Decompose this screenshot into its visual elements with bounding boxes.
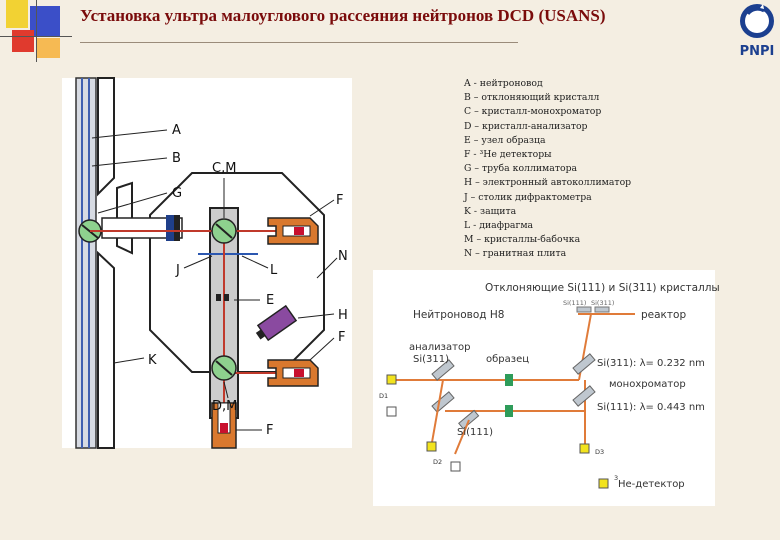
d3-label: D3 (595, 448, 604, 456)
mono-si111-label: Si(111): λ= 0.443 nm (597, 402, 705, 413)
legend-item: H – электронный автоколлиматор (464, 177, 632, 189)
legend-item: N – гранитная плита (464, 248, 567, 260)
label-j: J (175, 263, 180, 278)
detector-f-top (267, 217, 319, 245)
analyzer-si-label: Si(311) (413, 354, 449, 365)
label-k: K (148, 353, 157, 368)
label-f-top: F (336, 193, 343, 208)
label-h: H (338, 308, 348, 323)
sample-label: образец (486, 354, 529, 365)
decor-square-blue (30, 6, 60, 36)
analyzer-label: анализатор (409, 342, 470, 353)
detector-label: He-детектор (618, 479, 685, 490)
d2-label: D2 (433, 458, 442, 466)
legend-item: L - диафрагма (464, 220, 534, 232)
label-f-mid: F (338, 330, 345, 345)
decor-vertical-line (36, 0, 37, 62)
legend-item: G – труба коллиматора (464, 163, 578, 175)
deflecting-crystals-label: Отклоняющие Si(111) и Si(311) кристаллы (485, 282, 720, 294)
setup-schematic: A B G C,M F J L N E H F K D,M F (62, 77, 352, 449)
legend-item: C – кристалл-монохроматор (464, 106, 602, 118)
decor-horizontal-line (0, 36, 72, 37)
decor-square-orange (36, 38, 60, 58)
detector-superscript: 3 (614, 474, 618, 482)
label-cm: C,M (212, 161, 236, 176)
legend-item: E – узел образца (464, 134, 546, 146)
title-underline (80, 42, 518, 43)
detector-f-middle (267, 359, 319, 387)
legend-item: B – отклоняющий кристалл (464, 92, 600, 104)
beam-path-scheme: Отклоняющие Si(111) и Si(311) кристаллы … (373, 270, 720, 506)
mono-si311-label: Si(311): λ= 0.232 nm (597, 358, 705, 369)
monochromator-label: монохроматор (609, 379, 686, 390)
page-title: Установка ультра малоуглового рассеяния … (80, 6, 606, 25)
legend-item: F - ³He детекторы (464, 149, 552, 161)
legend-item: A - нейтроновод (464, 78, 543, 89)
pnpi-logo: PNPI (740, 4, 775, 59)
label-l: L (270, 263, 278, 278)
top-si111-label: Si(111) (563, 299, 586, 307)
d1-label: D1 (379, 392, 388, 400)
label-a: A (172, 123, 181, 138)
label-b: B (172, 151, 181, 166)
decor-square-red (12, 30, 34, 52)
label-e: E (266, 293, 274, 308)
label-g: G (172, 186, 182, 201)
lower-si111-label: Si(111) (457, 427, 493, 438)
reactor-label: реактор (641, 309, 686, 321)
detector-f-bottom (211, 402, 237, 449)
decor-square-yellow (6, 0, 28, 28)
legend-list: A - нейтроновод B – отклоняющий кристалл… (464, 77, 764, 262)
logo-text: PNPI (740, 44, 775, 59)
label-dm: D,M (212, 399, 237, 414)
legend-item: M – кристаллы-бабочка (464, 234, 581, 246)
neutron-guide-label: Нейтроновод H8 (413, 309, 504, 321)
legend-item: K - защита (464, 205, 517, 217)
top-si311-label: Si(311) (591, 299, 614, 307)
label-n: N (338, 249, 348, 264)
label-f-bottom: F (266, 423, 273, 438)
legend-item: D – кристалл-анализатор (464, 120, 588, 132)
legend-item: J – столик дифрактометра (464, 191, 592, 203)
